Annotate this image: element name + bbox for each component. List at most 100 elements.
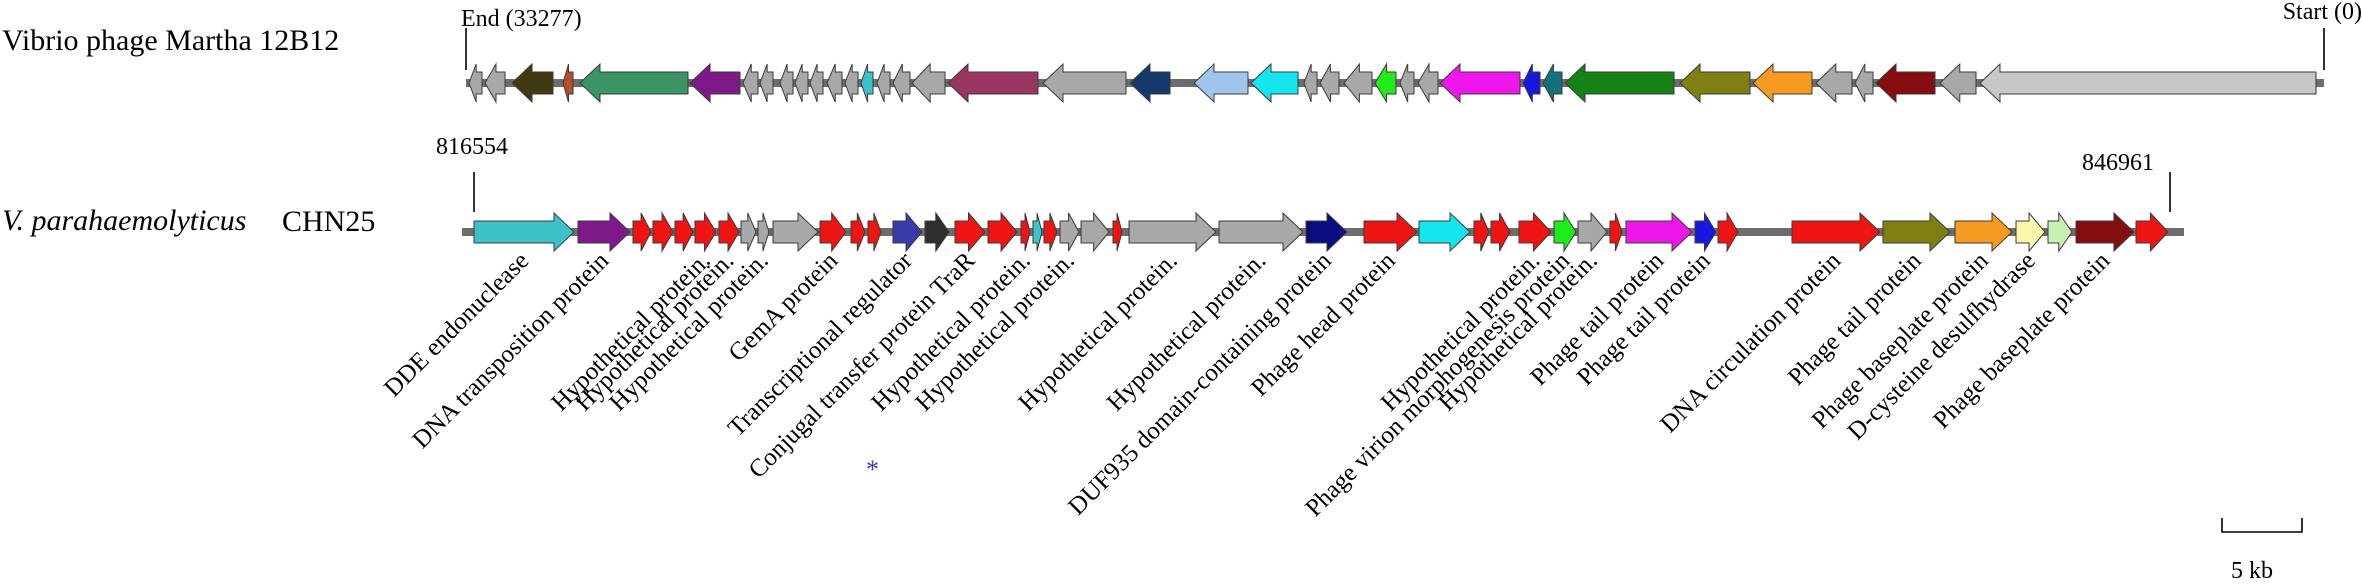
genome-1-gene-arrow (1343, 62, 1373, 104)
genome-1-gene-arrow (1374, 62, 1397, 104)
genome-2-gene-arrow (1418, 211, 1471, 253)
genome-1-gene-arrow (562, 63, 574, 103)
genome-1-gene-arrow (779, 63, 794, 103)
genome-1-gene-arrow (1939, 62, 1977, 104)
genome-2-gene-arrow (1043, 212, 1058, 252)
genome-1-gene-arrow (1250, 62, 1299, 104)
gene-label: DDE endonuclease (379, 247, 534, 402)
genome-1-gene-arrow (876, 63, 891, 103)
genome-1-gene-arrow (844, 63, 859, 103)
genome-1-gene-arrow (809, 63, 824, 103)
genome-track-chn25: V. parahaemolyticus CHN25 816554 846961 … (2, 134, 2184, 522)
genome-1-gene-arrow (1129, 62, 1171, 104)
genome-2-gene-arrow (694, 211, 717, 253)
genome-1-gene-arrow (759, 63, 774, 103)
genome-2-start-label: 816554 (436, 134, 508, 160)
genome-2-species: V. parahaemolyticus (2, 204, 246, 237)
genome-2-gene-arrow (1305, 211, 1348, 253)
genome-1-gene-arrow (1752, 62, 1813, 104)
genome-1-gene-arrow (1303, 63, 1318, 103)
genome-2-gene-arrow (867, 212, 882, 252)
genome-1-gene-arrow (826, 63, 843, 103)
asterisk-marker: * (866, 455, 879, 484)
genome-2-gene-arrow (1080, 211, 1110, 253)
genome-2-gene-arrow (1020, 212, 1031, 252)
genome-2-gene-arrow (819, 211, 847, 253)
genome-1-gene-arrow (1193, 62, 1249, 104)
genome-1-gene-arrow (1319, 63, 1340, 103)
genome-2-gene-arrow (577, 211, 631, 253)
genome-1-gene-arrow (468, 63, 483, 103)
genome-2-gene-arrow (924, 211, 950, 253)
genome-2-gene-arrow (757, 212, 770, 252)
genome-2-gene-arrow (1791, 211, 1881, 253)
genome-2-gene-arrow (772, 211, 819, 253)
genome-1-gene-arrow (911, 62, 946, 104)
genome-2-gene-arrow (1490, 212, 1511, 252)
genome-2-gene-arrow (954, 211, 986, 253)
genome-1-gene-arrow (860, 63, 874, 103)
genome-2-strain: CHN25 (282, 205, 375, 238)
genome-1-gene-arrow (1979, 62, 2317, 104)
genome-2-name: V. parahaemolyticus (2, 204, 246, 237)
genome-2-gene-arrow (632, 212, 652, 252)
genome-1-name: Vibrio phage Martha 12B12 (2, 24, 339, 57)
genome-2-genes (473, 211, 2169, 253)
genome-2-gene-arrow (740, 212, 757, 252)
genome-2-gene-arrow (718, 211, 740, 253)
genome-2-gene-arrow (2047, 211, 2073, 253)
genome-2-gene-arrow (473, 211, 575, 253)
genome-2-gene-arrow (987, 211, 1018, 253)
genome-1-gene-arrow (1542, 63, 1563, 103)
genome-2-end-label: 846961 (2082, 150, 2154, 176)
genome-2-gene-arrow (892, 211, 923, 253)
genome-1-gene-arrow (947, 62, 1039, 104)
genome-1-start-label: Start (0) (2283, 0, 2362, 25)
genome-2-gene-arrow (1954, 211, 2013, 253)
genome-1-gene-arrow (892, 63, 911, 103)
genome-1-gene-arrow (1815, 62, 1853, 104)
genome-1-genes (468, 62, 2317, 104)
genome-1-gene-arrow (1522, 63, 1541, 103)
genome-2-gene-arrow (1363, 211, 1418, 253)
genome-1-gene-arrow (1417, 62, 1439, 104)
genome-1-gene-arrow (794, 63, 809, 103)
scale-bar: 5 kb (2221, 518, 2303, 584)
genome-2-gene-arrow (1882, 211, 1951, 253)
genome-1-gene-arrow (1875, 62, 1936, 104)
genome-2-gene-arrow (2075, 211, 2135, 253)
genome-1-gene-arrow (1679, 62, 1751, 104)
genome-2-gene-arrow (652, 211, 674, 253)
genome-1-gene-arrow (511, 62, 554, 104)
genome-2-gene-arrow (1609, 212, 1623, 252)
genome-1-gene-arrow (1399, 63, 1415, 103)
genome-1-gene-arrow (1564, 62, 1675, 104)
genome-2-gene-arrow (1625, 211, 1693, 253)
genome-2-gene-arrow (1717, 211, 1739, 253)
genome-1-gene-arrow (1042, 62, 1127, 104)
scale-bar-label: 5 kb (2231, 558, 2273, 584)
genome-2-gene-arrow (1694, 211, 1717, 253)
genome-2-gene-arrow (1577, 211, 1608, 253)
genome-2-gene-arrow (1128, 211, 1217, 253)
genome-1-gene-arrow (689, 62, 741, 104)
genome-2-gene-arrow (1553, 211, 1577, 253)
genome-2-gene-arrow (2015, 211, 2046, 253)
genome-2-gene-arrow (1112, 212, 1123, 252)
genome-track-martha: Vibrio phage Martha 12B12 End (33277) St… (2, 0, 2362, 104)
genome-2-gene-arrow (850, 212, 866, 252)
genome-2-gene-arrow (1218, 211, 1304, 253)
genome-1-gene-arrow (1854, 63, 1874, 103)
genome-1-gene-arrow (1439, 62, 1521, 104)
genome-1-gene-arrow (742, 63, 759, 103)
genome-1-gene-arrow (484, 62, 506, 104)
genome-2-gene-arrow (674, 212, 694, 252)
genome-2-gene-arrow (1473, 212, 1490, 252)
genome-2-gene-arrow (2135, 211, 2169, 253)
genome-2-gene-arrow (1518, 211, 1552, 253)
genome-1-end-label: End (33277) (461, 6, 582, 32)
genome-2-gene-arrow (1032, 212, 1043, 252)
genome-2-gene-arrow (1059, 212, 1080, 252)
